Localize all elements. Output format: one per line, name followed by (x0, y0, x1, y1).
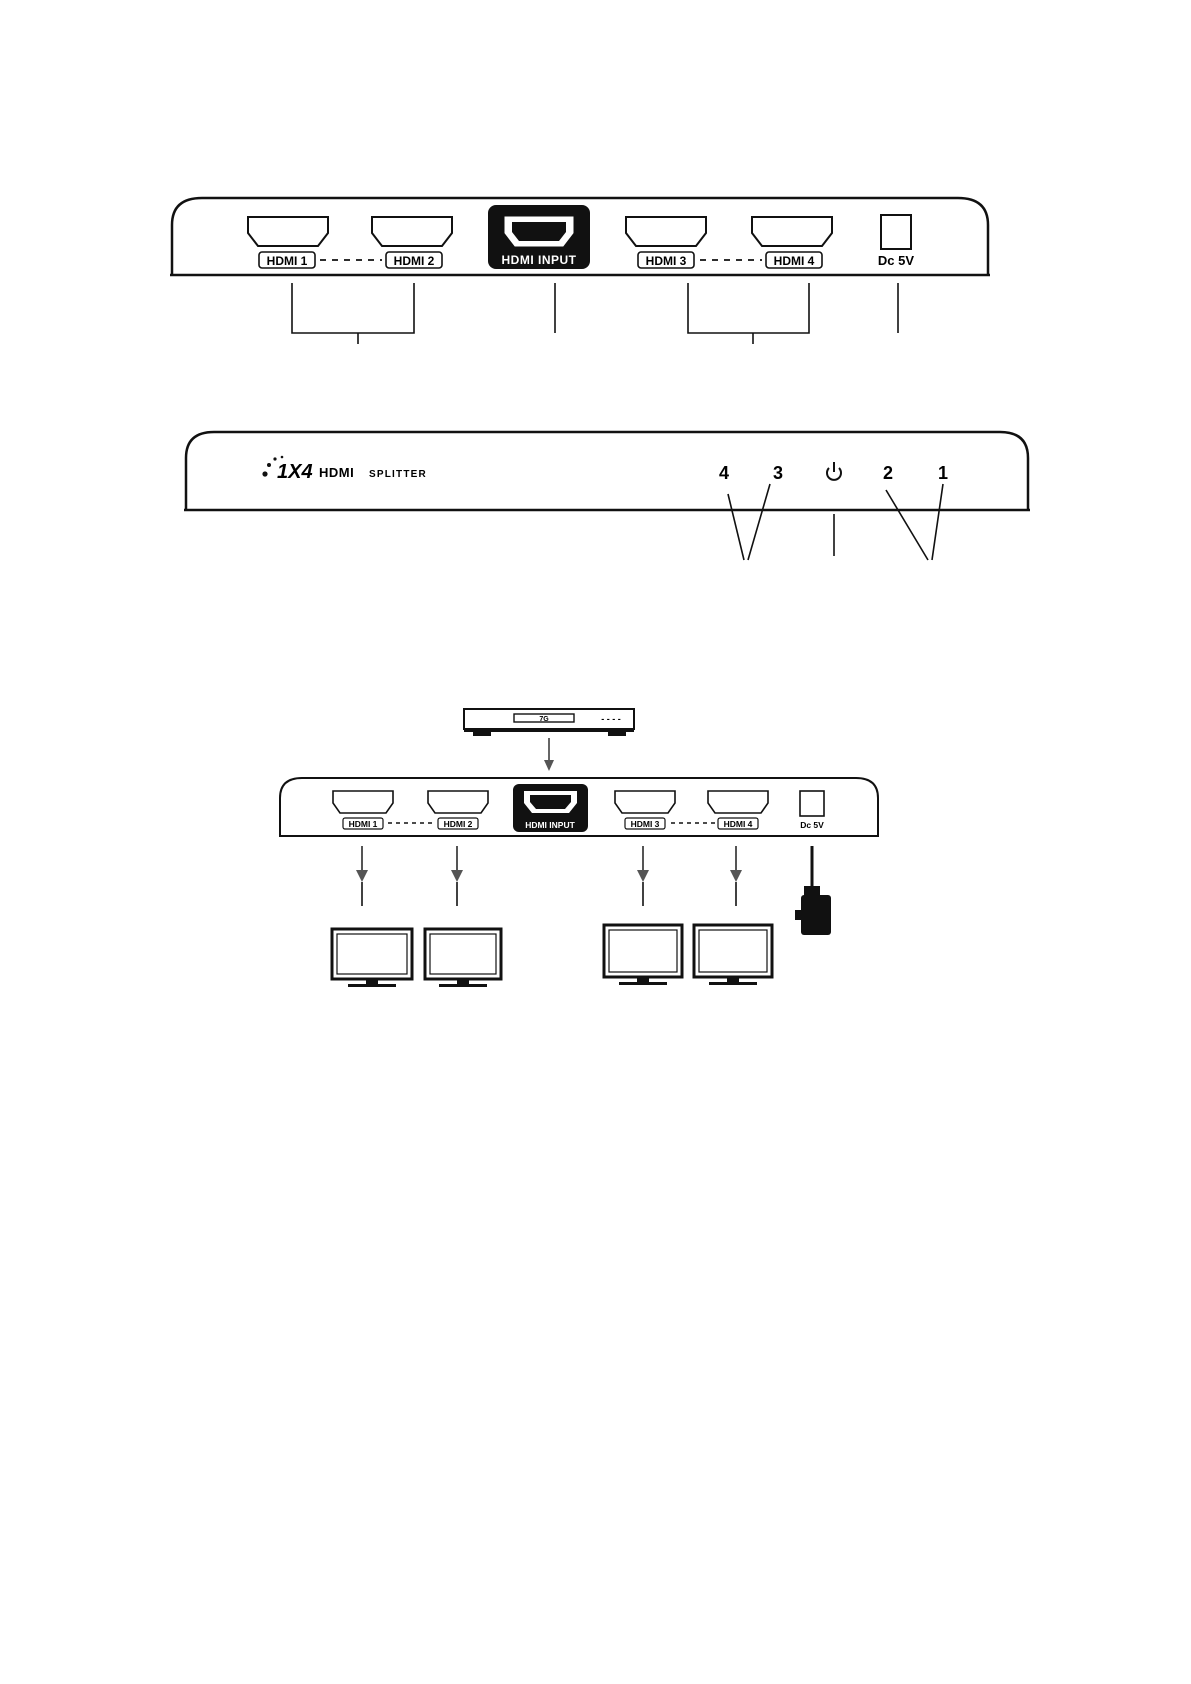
conn-hdmi-input-label: HDMI INPUT (525, 820, 575, 830)
led-2-label: 2 (883, 463, 893, 483)
dc-5v-label: Dc 5V (878, 253, 914, 268)
led-3-label: 3 (773, 463, 783, 483)
hdmi-4-label: HDMI 4 (774, 254, 815, 268)
conn-hdmi-4-port-icon (708, 791, 768, 813)
led-1-label: 1 (938, 463, 948, 483)
dc-jack-icon (881, 215, 911, 249)
power-adapter-icon (795, 846, 831, 935)
display-icon (604, 925, 682, 985)
hdmi-1-label: HDMI 1 (267, 254, 308, 268)
conn-dc-5v-label: Dc 5V (800, 820, 824, 830)
source-device-icon: 7G - - - - (464, 709, 634, 736)
conn-hdmi-3-label: HDMI 3 (631, 819, 660, 829)
hdmi-4-port-icon (752, 217, 832, 246)
display-icon (425, 929, 501, 987)
rear-callouts (292, 283, 898, 344)
hdmi-1-port-icon (248, 217, 328, 246)
display-icon (694, 925, 772, 985)
conn-dc-jack-icon (800, 791, 824, 816)
hdmi-2-port-icon (372, 217, 452, 246)
logo-brand: HDMI (319, 465, 354, 480)
logo-splitter: SPLITTER (369, 469, 427, 480)
hdmi-input-label: HDMI INPUT (502, 253, 577, 267)
output-arrows (356, 846, 742, 906)
conn-hdmi-4-label: HDMI 4 (724, 819, 753, 829)
hdmi-3-label: HDMI 3 (646, 254, 687, 268)
conn-hdmi-2-port-icon (428, 791, 488, 813)
logo-model: 1X4 (277, 461, 313, 483)
rear-panel: HDMI 1 HDMI 2 HDMI INPUT HDMI 3 HDMI 4 D… (170, 198, 990, 344)
conn-hdmi-1-label: HDMI 1 (349, 819, 378, 829)
conn-hdmi-1-port-icon (333, 791, 393, 813)
front-panel: 1X4 HDMI SPLITTER 4 3 2 1 (184, 432, 1030, 560)
hdmi-2-label: HDMI 2 (394, 254, 435, 268)
source-dots: - - - - (601, 714, 621, 724)
conn-hdmi-2-label: HDMI 2 (444, 819, 473, 829)
conn-hdmi-3-port-icon (615, 791, 675, 813)
connection-diagram: 7G - - - - HDMI 1 HDMI 2 HDMI INPUT HDMI… (279, 709, 879, 987)
front-callouts (728, 484, 943, 560)
product-logo: 1X4 HDMI SPLITTER (262, 456, 427, 483)
hdmi-3-port-icon (626, 217, 706, 246)
display-icon (332, 929, 412, 987)
source-display: 7G (539, 716, 549, 723)
led-4-label: 4 (719, 463, 729, 483)
power-led-icon (827, 462, 841, 480)
